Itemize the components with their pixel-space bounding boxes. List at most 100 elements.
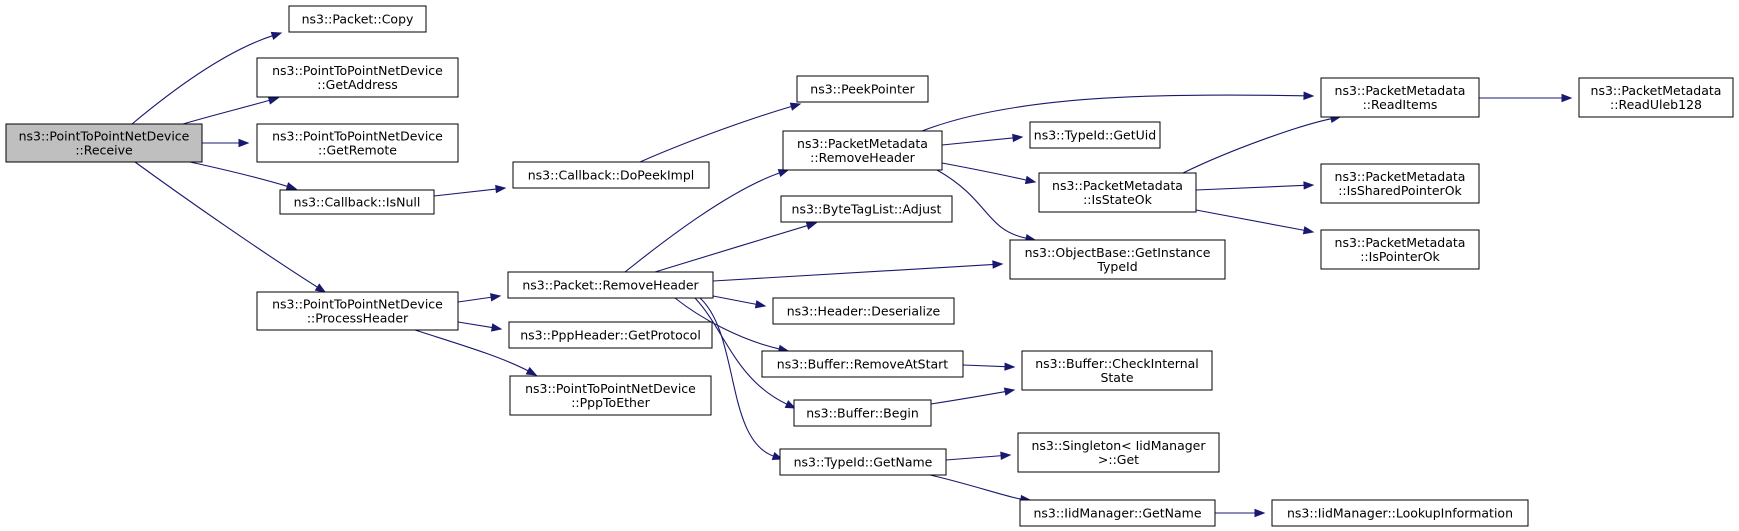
node-peek-pointer[interactable]: ns3::PeekPointer bbox=[796, 75, 929, 103]
edge-receive-to-process-header bbox=[134, 161, 327, 293]
edge-line bbox=[457, 296, 493, 303]
node-label: ns3::PointToPointNetDevice bbox=[525, 381, 696, 396]
node-pm-read-items[interactable]: ns3::PacketMetadata::ReadItems bbox=[1320, 77, 1480, 118]
node-label: ns3::Buffer::Begin bbox=[806, 406, 919, 421]
edge-pm-read-items-to-pm-read-uleb128 bbox=[1479, 93, 1573, 103]
edge-callback-isnull-to-do-peek-impl bbox=[433, 184, 507, 197]
node-header-deserialize[interactable]: ns3::Header::Deserialize bbox=[772, 297, 955, 325]
edge-pm-remove-header-to-pm-read-items bbox=[921, 91, 1315, 132]
node-receive: ns3::PointToPointNetDevice::Receive bbox=[5, 123, 203, 163]
edge-process-header-to-ppp-to-ether bbox=[414, 329, 538, 376]
node-label: ns3::PacketMetadata bbox=[1335, 235, 1466, 250]
node-pm-is-pointer-ok[interactable]: ns3::PacketMetadata::IsPointerOk bbox=[1320, 229, 1480, 270]
node-buffer-remove-at-start[interactable]: ns3::Buffer::RemoveAtStart bbox=[761, 350, 964, 378]
node-pm-is-shared-pointer-ok[interactable]: ns3::PacketMetadata::IsSharedPointerOk bbox=[1320, 163, 1480, 204]
node-box bbox=[507, 271, 714, 299]
node-box bbox=[1009, 239, 1226, 280]
edge-line bbox=[921, 94, 1306, 132]
node-singleton-get[interactable]: ns3::Singleton< IidManager >::Get bbox=[1017, 432, 1220, 473]
edge-line bbox=[712, 263, 995, 282]
node-callback-isnull[interactable]: ns3::Callback::IsNull bbox=[279, 189, 435, 215]
edge-receive-to-get-address bbox=[182, 96, 280, 125]
node-box bbox=[782, 130, 943, 171]
edge-pm-remove-header-to-typeid-get-uid bbox=[941, 133, 1024, 146]
node-label: ::ProcessHeader bbox=[307, 311, 409, 326]
node-packet-copy[interactable]: ns3::Packet::Copy bbox=[288, 5, 427, 33]
node-typeid-get-name[interactable]: ns3::TypeId::GetName bbox=[779, 448, 947, 476]
node-box bbox=[1578, 77, 1734, 118]
edge-line bbox=[1195, 184, 1306, 191]
node-label: ns3::PacketMetadata bbox=[1052, 178, 1183, 193]
edge-pm-remove-header-to-pm-is-state-ok bbox=[941, 162, 1037, 185]
node-label: ns3::Buffer::RemoveAtStart bbox=[777, 357, 949, 372]
node-label: ns3::PacketMetadata bbox=[1591, 83, 1722, 98]
node-box bbox=[793, 399, 932, 427]
arrowhead-icon bbox=[1000, 451, 1012, 460]
node-iidmanager-get-name[interactable]: ns3::IidManager::GetName bbox=[1019, 499, 1216, 527]
node-label: ns3::ByteTagList::Adjust bbox=[792, 202, 942, 217]
node-label: ::PppToEther bbox=[571, 395, 650, 410]
node-box bbox=[288, 5, 427, 33]
arrowhead-icon bbox=[1254, 508, 1266, 518]
edge-typeid-get-name-to-singleton-get bbox=[945, 451, 1012, 461]
node-label: ns3::ObjectBase::GetInstance bbox=[1025, 245, 1211, 260]
node-box bbox=[512, 161, 710, 189]
node-packet-remove-header[interactable]: ns3::Packet::RemoveHeader bbox=[507, 271, 714, 299]
node-label: ns3::Packet::Copy bbox=[302, 12, 414, 27]
arrowhead-icon bbox=[992, 260, 1004, 269]
node-label: ns3::PacketMetadata bbox=[1335, 169, 1466, 184]
arrowhead-icon bbox=[805, 221, 818, 230]
node-box bbox=[772, 297, 955, 325]
node-box bbox=[796, 75, 929, 103]
node-iidmanager-lookup-information[interactable]: ns3::IidManager::LookupInformation bbox=[1271, 499, 1529, 527]
node-get-address[interactable]: ns3::PointToPointNetDevice::GetAddress bbox=[256, 57, 459, 98]
node-get-remote[interactable]: ns3::PointToPointNetDevice::GetRemote bbox=[256, 123, 459, 163]
edge-process-header-to-ppp-get-protocol bbox=[457, 321, 503, 332]
node-label: ns3::PeekPointer bbox=[810, 82, 915, 97]
arrowhead-icon bbox=[789, 102, 802, 111]
node-process-header[interactable]: ns3::PointToPointNetDevice::ProcessHeade… bbox=[256, 291, 459, 331]
arrowhead-icon bbox=[314, 283, 327, 293]
node-box bbox=[1320, 77, 1480, 118]
node-label: State bbox=[1100, 370, 1133, 385]
node-label: ns3::IidManager::LookupInformation bbox=[1287, 506, 1513, 521]
node-pm-is-state-ok[interactable]: ns3::PacketMetadata::IsStateOk bbox=[1038, 172, 1197, 213]
node-ppp-get-protocol[interactable]: ns3::PppHeader::GetProtocol bbox=[508, 321, 713, 349]
node-box bbox=[761, 350, 964, 378]
edge-buffer-begin-to-buffer-check-internal-state bbox=[930, 387, 1016, 405]
edge-receive-to-get-remote bbox=[202, 138, 250, 148]
node-box bbox=[256, 123, 459, 163]
node-label: ::ReadItems bbox=[1363, 97, 1438, 112]
node-label: ::GetRemote bbox=[318, 143, 397, 158]
edge-line bbox=[1182, 118, 1333, 174]
arrowhead-icon bbox=[285, 182, 298, 191]
node-typeid-get-uid[interactable]: ns3::TypeId::GetUid bbox=[1029, 121, 1161, 149]
node-label: ::ReadUleb128 bbox=[1610, 97, 1702, 112]
node-bytetaglist-adjust[interactable]: ns3::ByteTagList::Adjust bbox=[780, 195, 953, 223]
node-label: ::GetAddress bbox=[317, 77, 397, 92]
node-label: ns3::Callback::DoPeekImpl bbox=[528, 168, 695, 183]
node-label: ns3::PppHeader::GetProtocol bbox=[520, 328, 701, 343]
node-label: ns3::Singleton< IidManager bbox=[1031, 438, 1206, 453]
node-label: ns3::PacketMetadata bbox=[797, 136, 928, 151]
edge-packet-remove-header-to-bytetaglist-adjust bbox=[654, 221, 818, 273]
node-pm-read-uleb128[interactable]: ns3::PacketMetadata::ReadUleb128 bbox=[1578, 77, 1734, 118]
node-label: ns3::PointToPointNetDevice bbox=[272, 129, 443, 144]
node-box bbox=[1021, 350, 1213, 391]
node-do-peek-impl[interactable]: ns3::Callback::DoPeekImpl bbox=[512, 161, 710, 189]
node-pm-remove-header[interactable]: ns3::PacketMetadata::RemoveHeader bbox=[782, 130, 943, 171]
edge-line bbox=[433, 188, 498, 197]
node-buffer-begin[interactable]: ns3::Buffer::Begin bbox=[793, 399, 932, 427]
edge-line bbox=[941, 137, 1015, 146]
node-label: ns3::PointToPointNetDevice bbox=[272, 297, 443, 312]
node-box bbox=[1320, 229, 1480, 270]
arrowhead-icon bbox=[1003, 387, 1016, 396]
edge-do-peek-impl-to-peek-pointer bbox=[639, 102, 802, 163]
node-ppp-to-ether[interactable]: ns3::PointToPointNetDevice::PppToEther bbox=[509, 375, 712, 416]
node-box bbox=[1271, 499, 1529, 527]
edge-pm-is-state-ok-to-pm-read-items bbox=[1182, 114, 1342, 174]
arrowhead-icon bbox=[525, 366, 538, 376]
arrowhead-icon bbox=[490, 323, 503, 332]
